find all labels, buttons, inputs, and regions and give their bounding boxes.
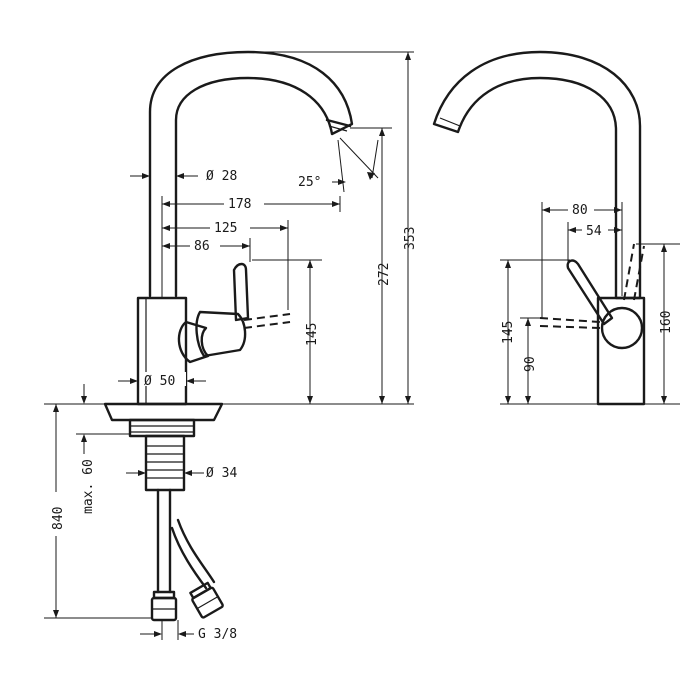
connector-right: [189, 581, 224, 619]
lever-alt-position: [243, 313, 291, 321]
dim-thread-diameter: Ø 34: [206, 466, 237, 481]
hose-right: [170, 526, 208, 590]
dim-side-54: 54: [586, 224, 602, 239]
dim-spout-height: 272: [377, 263, 392, 286]
dim-lever-height-front: 145: [305, 323, 320, 346]
thread-lines: [146, 445, 184, 479]
side-spout-outline: [432, 50, 642, 300]
dim-reach-125: 125: [214, 221, 237, 236]
dim-body-diameter: Ø 50: [144, 374, 175, 389]
dim-reach-86: 86: [194, 239, 210, 254]
thread-shank: [144, 434, 186, 492]
dim-side-160: 160: [659, 311, 674, 334]
dim-max-deck: max. 60: [81, 459, 96, 514]
dim-side-80: 80: [572, 203, 588, 218]
dim-side-90: 90: [523, 356, 538, 372]
dim-swivel-angle: 25°: [298, 175, 321, 190]
dim-connection: G 3/8: [198, 627, 237, 642]
side-dimensions: 80 54 145 90 160: [500, 202, 680, 405]
dim-reach-178: 178: [228, 197, 251, 212]
dim-hose-length: 840: [51, 507, 66, 530]
side-view: [432, 50, 646, 406]
front-view: [103, 50, 354, 622]
thread-collar: [128, 418, 196, 438]
dim-spout-diameter: Ø 28: [206, 169, 237, 184]
side-lever-alt-up: [623, 243, 635, 301]
side-lever-alt-low: [539, 317, 601, 323]
spout-outline: [148, 50, 354, 298]
lever-handle: [232, 262, 250, 322]
side-lever: [566, 259, 614, 326]
side-lever-base: [600, 306, 644, 350]
front-dimensions: Ø 28 25° 178 125 86: [44, 51, 418, 642]
base-plate: [103, 402, 224, 422]
dim-side-145: 145: [501, 321, 516, 344]
lever-cap: [195, 310, 247, 358]
side-aerator: [439, 117, 461, 127]
aerator-line: [328, 125, 348, 132]
spout-tip: [325, 118, 352, 128]
dim-total-height: 353: [403, 227, 418, 250]
